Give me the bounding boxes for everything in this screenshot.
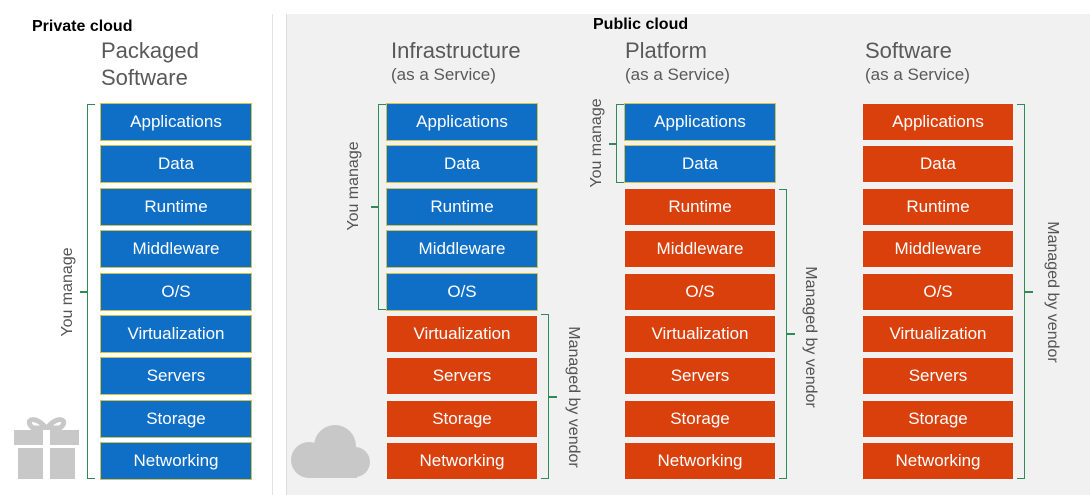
packaged-applications: Applications [100, 103, 252, 141]
iaas-subtitle: (as a Service) [391, 65, 496, 84]
packaged-bracket-tick [80, 291, 88, 293]
saas-data: Data [862, 145, 1014, 183]
paas-storage: Storage [624, 400, 776, 438]
cloud-icon [291, 425, 370, 478]
paas-runtime: Runtime [624, 188, 776, 226]
gift-icon [14, 417, 79, 479]
iaas-vendor-label: Managed by vendor [565, 326, 582, 468]
iaas-os: O/S [386, 273, 538, 311]
iaas-applications: Applications [386, 103, 538, 141]
paas-networking: Networking [624, 442, 776, 480]
iaas-you-manage-bracket [378, 104, 386, 310]
saas-os: O/S [862, 273, 1014, 311]
paas-servers: Servers [624, 357, 776, 395]
saas-networking: Networking [862, 442, 1014, 480]
saas-runtime: Runtime [862, 188, 1014, 226]
paas-os: O/S [624, 273, 776, 311]
saas-middleware: Middleware [862, 230, 1014, 268]
packaged-middleware: Middleware [100, 230, 252, 268]
iaas-middleware: Middleware [386, 230, 538, 268]
packaged-networking: Networking [100, 442, 252, 480]
paas-vendor-bracket [779, 189, 787, 479]
saas-vendor-bracket [1017, 104, 1025, 479]
public-cloud-label: Public cloud [593, 16, 689, 33]
saas-vendor-tick [1025, 291, 1033, 293]
saas-servers: Servers [862, 357, 1014, 395]
private-cloud-label: Private cloud [32, 18, 133, 35]
paas-you-manage-tick [609, 143, 617, 145]
packaged-os: O/S [100, 273, 252, 311]
packaged-virtualization: Virtualization [100, 315, 252, 353]
iaas-runtime: Runtime [386, 188, 538, 226]
saas-vendor-label: Managed by vendor [1044, 221, 1061, 363]
paas-applications: Applications [624, 103, 776, 141]
paas-subtitle: (as a Service) [625, 65, 730, 84]
iaas-networking: Networking [386, 442, 538, 480]
paas-middleware: Middleware [624, 230, 776, 268]
paas-virtualization: Virtualization [624, 315, 776, 353]
packaged-data: Data [100, 145, 252, 183]
packaged-you-manage-label: You manage [59, 247, 76, 337]
paas-title: Platform [625, 38, 707, 63]
iaas-virtualization: Virtualization [386, 315, 538, 353]
saas-virtualization: Virtualization [862, 315, 1014, 353]
iaas-you-manage-tick [371, 206, 379, 208]
paas-data: Data [624, 145, 776, 183]
packaged-runtime: Runtime [100, 188, 252, 226]
saas-applications: Applications [862, 103, 1014, 141]
paas-you-manage-label: You manage [588, 98, 605, 188]
saas-storage: Storage [862, 400, 1014, 438]
paas-you-manage-bracket [616, 104, 624, 183]
packaged-you-manage-bracket [87, 104, 95, 479]
saas-subtitle: (as a Service) [865, 65, 970, 84]
iaas-storage: Storage [386, 400, 538, 438]
packaged-software-title: Packaged Software [101, 38, 199, 90]
packaged-servers: Servers [100, 357, 252, 395]
iaas-vendor-tick [549, 396, 557, 398]
saas-title: Software [865, 38, 952, 63]
iaas-title: Infrastructure [391, 38, 521, 63]
iaas-you-manage-label: You manage [345, 141, 362, 231]
iaas-servers: Servers [386, 357, 538, 395]
packaged-storage: Storage [100, 400, 252, 438]
paas-vendor-tick [787, 333, 795, 335]
iaas-data: Data [386, 145, 538, 183]
paas-vendor-label: Managed by vendor [802, 266, 819, 408]
iaas-vendor-bracket [541, 314, 549, 479]
